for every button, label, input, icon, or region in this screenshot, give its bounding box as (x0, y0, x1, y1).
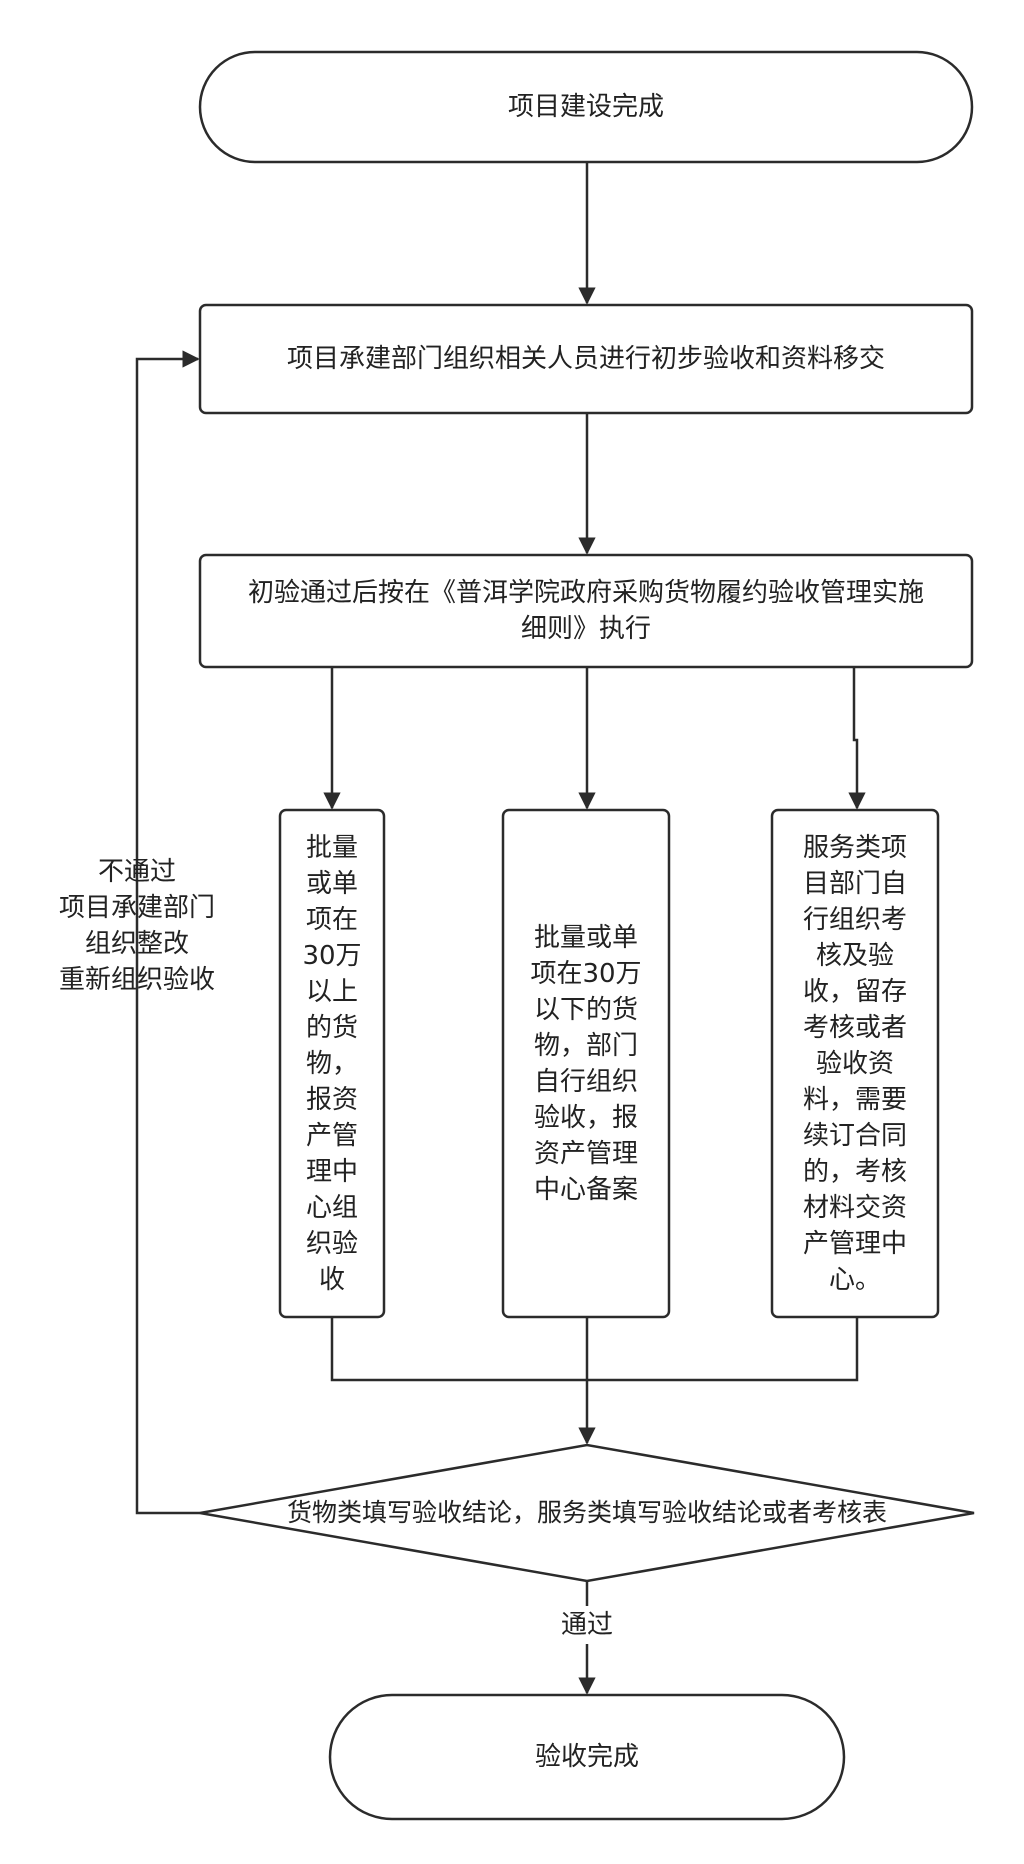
branch-left-line: 物， (305, 1048, 358, 1079)
merge-line (330, 1317, 859, 1382)
branch-right-line: 材料交资 (802, 1192, 907, 1223)
branch-left-line: 产管 (305, 1120, 358, 1151)
branch-left-line: 报资 (305, 1084, 358, 1115)
decision-text: 货物类填写验收结论，服务类填写验收结论或者考核表 (286, 1498, 887, 1527)
branch-right-line: 行组织考 (802, 904, 907, 935)
end-label: 验收完成 (330, 1695, 844, 1819)
step2-label: 初验通过后按在《普洱学院政府采购货物履约验收管理实施 细则》执行 (210, 555, 962, 667)
decision-diamond (199, 1443, 975, 1583)
fail-label-line: 不通过 (97, 857, 176, 887)
branch-left-line: 30万 (302, 940, 362, 971)
branch-right-line: 的，考核 (802, 1156, 907, 1187)
fail-label-line: 项目承建部门 (58, 893, 215, 923)
branch-left-line: 的货 (305, 1012, 358, 1043)
branch-middle-line: 以下的货 (533, 994, 638, 1025)
branch-right-line: 验收资 (815, 1048, 894, 1079)
start-text: 项目建设完成 (507, 92, 664, 122)
branch-right-line: 考核或者 (802, 1012, 907, 1043)
branch-right-line: 收，留存 (802, 976, 907, 1007)
step2-text-line1: 初验通过后按在《普洱学院政府采购货物履约验收管理实施 (247, 578, 924, 608)
branch-right-line: 心。 (828, 1264, 881, 1295)
fail-loop-arrow (135, 350, 200, 1515)
end-terminal (328, 1693, 846, 1821)
branch-left-line: 或单 (305, 868, 358, 899)
pass-text: 通过 (560, 1610, 613, 1640)
fail-label-line: 重新组织验收 (58, 965, 215, 995)
step2-text-line2: 细则》执行 (520, 614, 651, 644)
branch-middle-line: 资产管理 (533, 1138, 638, 1169)
branch-right-box (770, 808, 940, 1319)
start-label: 项目建设完成 (200, 52, 972, 162)
branch-middle-line: 项在30万 (530, 958, 642, 989)
branch-middle-line: 批量或单 (533, 922, 638, 953)
fail-loop-label: 不通过 项目承建部门 组织整改 重新组织验收 (34, 852, 240, 1000)
branch-right-line: 产管理中 (802, 1228, 907, 1259)
step1-text: 项目承建部门组织相关人员进行初步验收和资料移交 (286, 344, 885, 374)
branch-left-line: 批量 (305, 832, 358, 863)
arrow-to-right-branch (848, 667, 866, 810)
branch-left-line: 理中 (305, 1156, 358, 1187)
decision-label: 货物类填写验收结论，服务类填写验收结论或者考核表 (240, 1490, 934, 1536)
branch-middle-line: 中心备案 (533, 1174, 638, 1205)
branch-left-line: 收 (318, 1264, 345, 1295)
branch-right-line: 料，需要 (802, 1084, 907, 1115)
fail-label-line: 组织整改 (84, 929, 189, 959)
end-text: 验收完成 (534, 1742, 639, 1772)
branch-middle-line: 验收，报 (533, 1102, 638, 1133)
branch-left-label: 批量 或单 项在 30万 以上 的货 物， 报资 产管 理中 心组 织验 收 (282, 812, 382, 1315)
branch-left-line: 心组 (305, 1192, 358, 1223)
pass-label-bg (555, 1606, 619, 1644)
step1-label: 项目承建部门组织相关人员进行初步验收和资料移交 (200, 305, 972, 413)
branch-right-line: 核及验 (815, 940, 894, 971)
branch-right-label: 服务类项 目部门自 行组织考 核及验 收，留存 考核或者 验收资 料，需要 续订… (774, 812, 936, 1315)
branch-left-line: 织验 (305, 1228, 358, 1259)
branch-middle-line: 物，部门 (533, 1030, 638, 1061)
branch-middle-line: 自行组织 (533, 1066, 638, 1097)
branch-left-line: 项在 (305, 904, 358, 935)
branch-left-line: 以上 (305, 976, 358, 1007)
pass-label: 通过 (547, 1606, 627, 1644)
branch-right-line: 目部门自 (802, 868, 907, 899)
branch-right-line: 服务类项 (802, 832, 907, 863)
branch-right-line: 续订合同 (802, 1120, 907, 1151)
branch-middle-label: 批量或单 项在30万 以下的货 物，部门 自行组织 验收，报 资产管理 中心备案 (505, 812, 667, 1315)
